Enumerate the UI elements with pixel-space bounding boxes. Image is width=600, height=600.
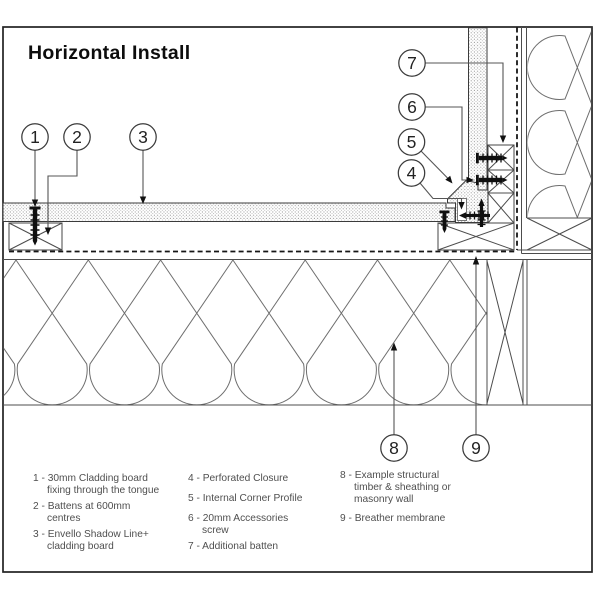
arrow-right-icon <box>466 176 474 184</box>
legend-item-7-line-1: 7 - Additional batten <box>188 541 278 552</box>
insulation-pattern-right <box>527 27 592 218</box>
screw-icon-batten-upper <box>476 152 508 164</box>
legend-item-2-line-1: 2 - Battens at 600mm <box>33 501 130 512</box>
legend-item-5-line-1: 5 - Internal Corner Profile <box>188 493 303 504</box>
legend: 1 - 30mm Cladding board fixing through t… <box>33 470 451 552</box>
callout-7: 7 <box>398 49 426 77</box>
callout-9: 9 <box>462 434 490 462</box>
legend-item-2-line-2: centres <box>47 513 80 524</box>
callout-number: 1 <box>30 127 40 147</box>
insulation-pattern-bottom <box>3 259 488 406</box>
arrow-up-icon <box>472 256 480 265</box>
callout-number: 6 <box>407 97 417 117</box>
callout-number: 8 <box>389 438 399 458</box>
screw-icon-batten-lower <box>476 174 508 186</box>
legend-item-9-line-1: 9 - Breather membrane <box>340 513 446 524</box>
cladding-board-horizontal <box>2 202 456 222</box>
callout-number: 4 <box>407 163 417 183</box>
screw-icon-corner-fixing <box>439 210 450 233</box>
structural-wall-right <box>517 27 593 254</box>
callout-number: 3 <box>138 127 148 147</box>
arrow-down-icon <box>499 135 507 143</box>
legend-item-3-line-1: 3 - Envello Shadow Line+ <box>33 529 149 540</box>
arrow-down-icon <box>44 227 52 235</box>
arrow-up-icon <box>390 342 398 351</box>
cladding-board-vertical <box>468 27 488 191</box>
legend-item-6-line-2: screw <box>202 525 229 536</box>
callout-3: 3 <box>129 123 157 151</box>
timber-plate-cross <box>526 217 593 251</box>
callout-1: 1 <box>21 123 49 151</box>
sheet-border <box>2 26 593 573</box>
arrow-down-icon <box>458 202 465 210</box>
legend-item-8-line-1: 8 - Example structural <box>340 470 439 481</box>
callout-number: 7 <box>407 53 417 73</box>
legend-item-1-line-2: fixing through the tongue <box>47 485 159 496</box>
legend-item-4-line-1: 4 - Perforated Closure <box>188 473 289 484</box>
callout-2: 2 <box>63 123 91 151</box>
callout-number: 5 <box>407 132 417 152</box>
legend-item-8-line-2: timber & sheathing or <box>354 482 451 493</box>
arrow-diagonal-icon <box>445 175 453 184</box>
callout-8: 8 <box>380 434 408 462</box>
arrow-down-icon <box>139 196 147 204</box>
structural-wall-bottom <box>3 259 592 406</box>
legend-item-6-line-1: 6 - 20mm Accessories <box>188 513 288 524</box>
callout-5: 5 <box>397 128 426 156</box>
stud-cross-brace <box>486 260 524 404</box>
legend-item-1-line-1: 1 - 30mm Cladding board <box>33 473 148 484</box>
screw-icon-profile-horizontal <box>459 211 490 220</box>
batten-corner-bottom <box>437 222 515 251</box>
page-title: Horizontal Install <box>28 42 191 64</box>
legend-item-8-line-3: masonry wall <box>354 494 413 505</box>
arrow-down-icon <box>31 199 39 207</box>
legend-item-3-line-2: cladding board <box>47 541 114 552</box>
callout-4: 4 <box>397 159 426 187</box>
callout-6: 6 <box>398 93 426 121</box>
callout-number: 9 <box>471 438 481 458</box>
callout-number: 2 <box>72 127 82 147</box>
screw-icon-cladding-fixing <box>29 206 41 246</box>
leader-lines <box>31 62 507 435</box>
